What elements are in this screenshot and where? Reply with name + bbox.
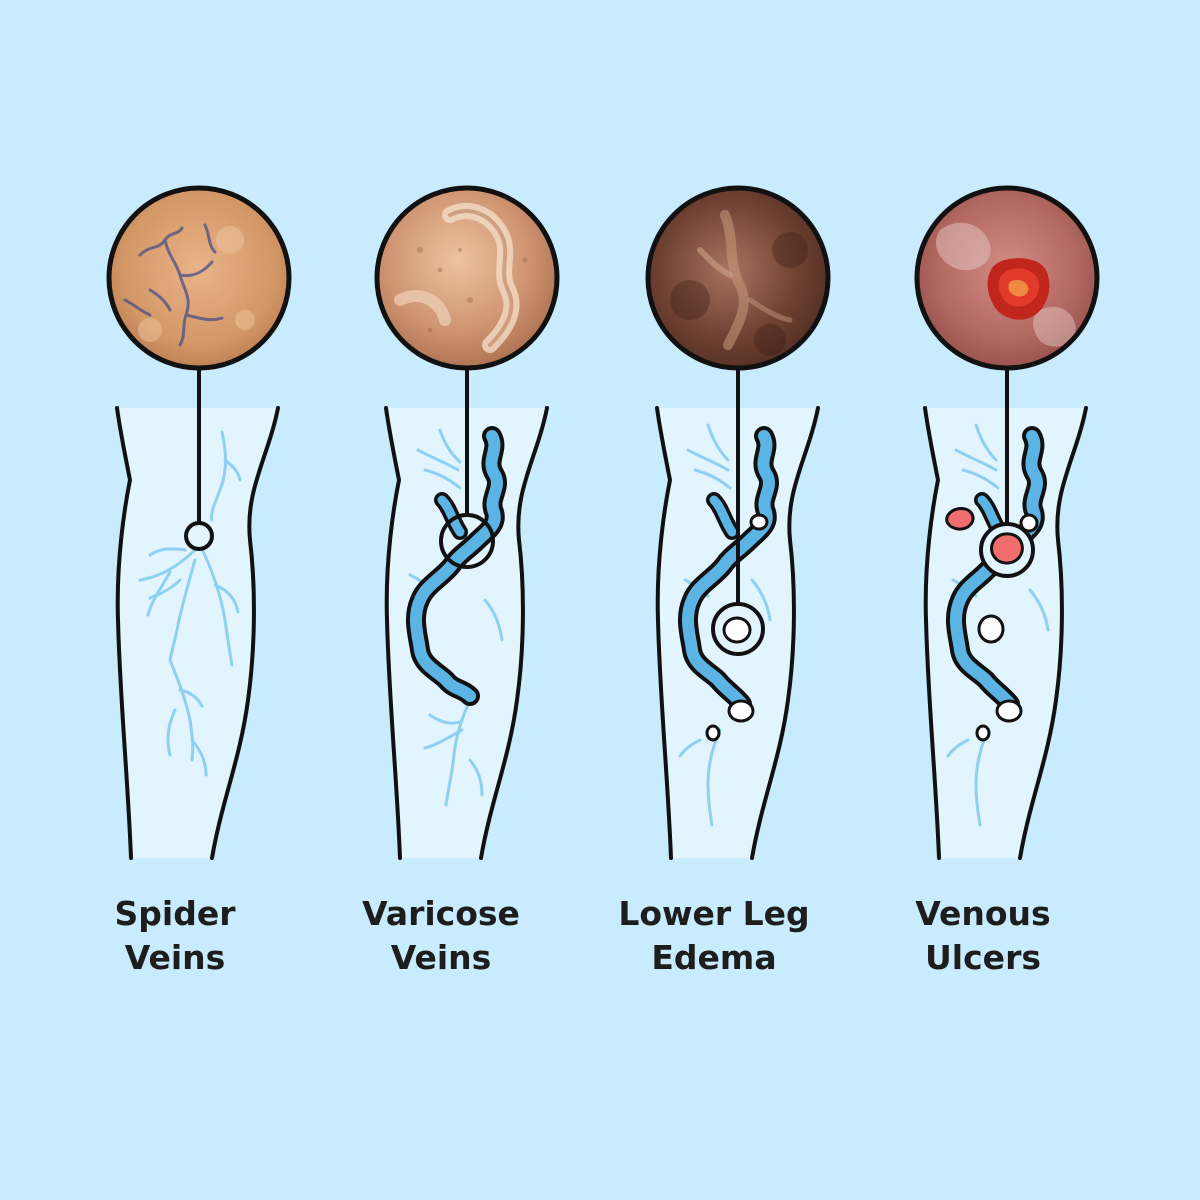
leg-outline-left	[384, 406, 402, 860]
swelling-spots	[705, 513, 769, 742]
label-spider-veins: Spider Veins	[45, 892, 305, 980]
label-line-2: Veins	[390, 938, 492, 977]
label-venous-ulcers: Venous Ulcers	[853, 892, 1113, 980]
label-line-1: Varicose	[362, 894, 520, 933]
varicose-vein-fill	[681, 430, 775, 710]
leg-spider-veins	[115, 406, 280, 860]
varicose-branch-fill	[437, 495, 465, 537]
panel-venous-ulcers	[914, 185, 1100, 860]
leg-outline-right	[750, 406, 820, 860]
label-line-1: Spider	[114, 894, 236, 933]
leg-outline-left	[923, 406, 941, 860]
callout-swelling	[722, 616, 752, 644]
leg-varicose-veins	[384, 406, 549, 860]
small-vein-network	[678, 423, 772, 827]
varicose-branch-fill	[709, 495, 737, 537]
label-line-2: Edema	[651, 938, 777, 977]
leg-outline-right	[1018, 406, 1088, 860]
leg-outline-right	[479, 406, 549, 860]
small-vein-network	[946, 423, 1050, 827]
label-varicose-veins: Varicose Veins	[311, 892, 571, 980]
small-vein-network	[408, 428, 504, 807]
panel-spider-veins	[106, 185, 292, 860]
label-line-2: Ulcers	[925, 938, 1041, 977]
skin-closeup-venous-ulcer	[914, 185, 1100, 371]
skin-closeup-varicose-veins	[374, 185, 560, 371]
ulcer-spot	[945, 507, 975, 531]
callout-marker	[184, 521, 214, 551]
label-line-1: Venous	[915, 894, 1051, 933]
label-line-2: Veins	[124, 938, 226, 977]
panel-lower-leg-edema	[645, 185, 831, 860]
leg-outline-left	[115, 406, 133, 860]
leg-outline-left	[655, 406, 673, 860]
callout-marker	[439, 513, 495, 569]
label-line-1: Lower Leg	[618, 894, 810, 933]
varicose-vein-fill	[409, 430, 503, 702]
label-lower-leg-edema: Lower Leg Edema	[584, 892, 844, 980]
skin-closeup-edema	[645, 185, 831, 371]
spider-vein-network	[138, 430, 242, 777]
swelling-spots	[975, 513, 1039, 742]
leg-venous-ulcers	[923, 406, 1088, 860]
callout-ulcer	[990, 532, 1024, 565]
skin-closeup-spider-veins	[106, 185, 292, 371]
panel-varicose-veins	[374, 185, 560, 860]
leg-outline-right	[210, 406, 280, 860]
